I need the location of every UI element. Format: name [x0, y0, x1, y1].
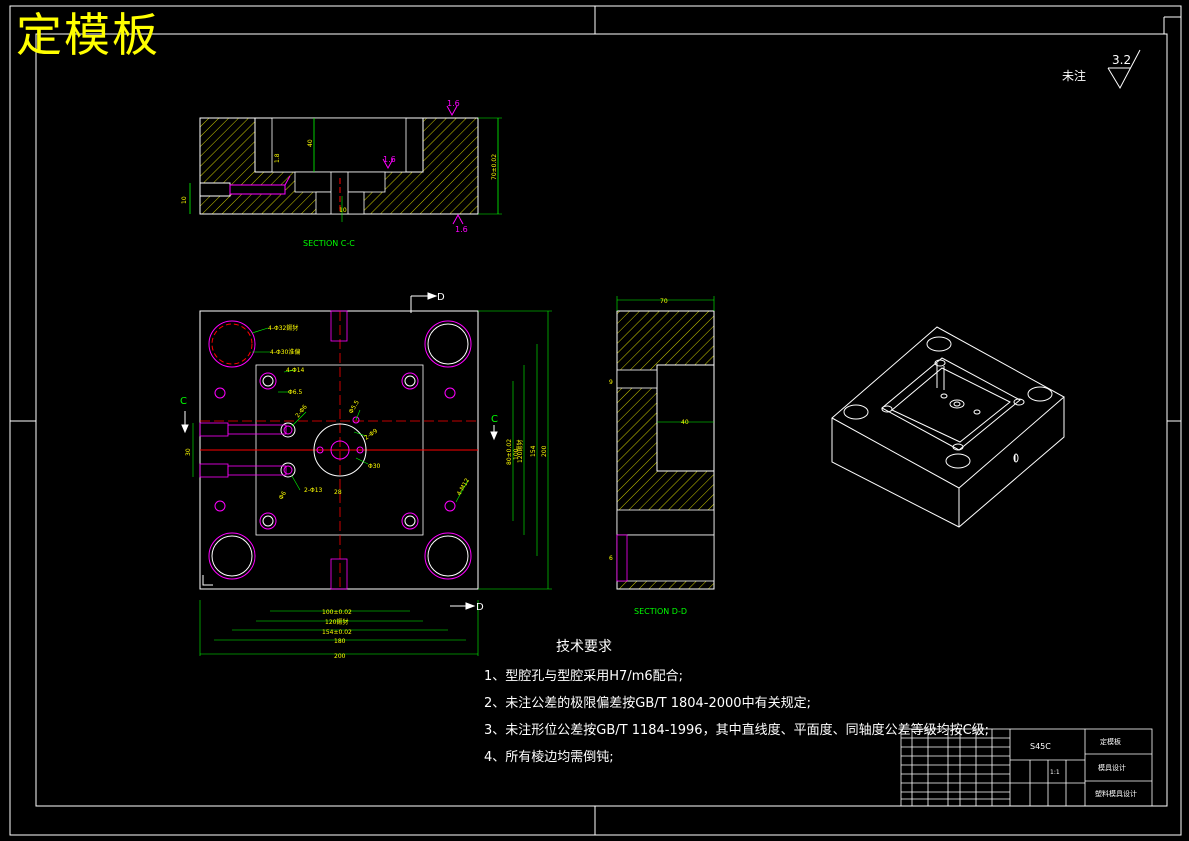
- tech-note-4: 4、所有棱边均需倒钝;: [484, 750, 614, 765]
- callout-2: 4-Φ14: [286, 367, 305, 374]
- front-plan-view: 100±0.02 120鍜犲 154±0.02 180 200 30 200 8…: [180, 292, 552, 660]
- title-scale: 1:1: [1050, 769, 1060, 776]
- dim-w154: 154±0.02: [322, 629, 352, 636]
- dim-cc-height: 70±0.02: [491, 154, 498, 180]
- callout-3: Φ6.5: [288, 389, 302, 396]
- section-dd-view: 70 40 9 6 SECTION D-D: [609, 296, 715, 616]
- dim-cc-depth: 40: [307, 139, 314, 147]
- guide-hole-bl: [208, 532, 256, 580]
- title-r2: 模具设计: [1098, 763, 1126, 772]
- drawing-title: 定模板: [16, 8, 160, 62]
- roughness-symbol: [1107, 49, 1141, 90]
- drawing-border: [9, 5, 1182, 836]
- callout-7: 2-Φ9: [363, 427, 379, 441]
- dim-h154: 154: [530, 445, 537, 457]
- section-marker-c-left: C: [180, 396, 187, 407]
- section-marker-d-bottom: D: [476, 602, 484, 613]
- roughness-main-label: 3.2: [1112, 53, 1131, 67]
- callout-10: Φ6: [278, 490, 288, 501]
- roughness-c-bottom-label: 1.6: [455, 225, 468, 234]
- roughness-c-inner-label: 1.6: [383, 155, 396, 164]
- tech-requirements-title: 技术要求: [556, 639, 612, 655]
- dim-dd-depth: 40: [681, 419, 689, 426]
- guide-hole-tr: [424, 320, 472, 368]
- callout-9: 4-M12: [456, 477, 472, 497]
- section-cc-view: 1.6 1.6 1.6 40 70±0.02 1.8 10 10 SECTION…: [181, 99, 502, 248]
- dim-dd-a: 9: [609, 379, 613, 386]
- section-cc-label: SECTION C-C: [303, 239, 355, 248]
- callout-8: Φ30: [368, 463, 381, 470]
- dim-dd-b: 6: [609, 555, 613, 562]
- dim-w100: 100±0.02: [322, 609, 352, 616]
- tech-note-2: 2、未注公差的极限偏差按GB/T 1804-2000中有关规定;: [484, 696, 811, 711]
- dim-cc-small: 1.8: [274, 153, 281, 163]
- dim-cc-side: 10: [181, 196, 188, 204]
- title-block: [900, 728, 1153, 807]
- dim-w180: 180: [334, 638, 346, 645]
- tech-note-1: 1、型腔孔与型腔采用H7/m6配合;: [484, 669, 684, 684]
- isometric-view: [831, 326, 1065, 528]
- guide-hole-tl: [208, 320, 256, 368]
- title-r3: 塑料模具设计: [1095, 789, 1137, 798]
- dim-w28: 28: [334, 489, 342, 496]
- dim-dd-top: 70: [660, 298, 668, 305]
- dim-w120: 120鍜犲: [325, 618, 348, 626]
- callout-5: 2-Φ6: [294, 404, 309, 420]
- dim-h30: 30: [185, 448, 192, 456]
- unmarked-note: 未注: [1062, 68, 1086, 83]
- section-dd-label: SECTION D-D: [634, 607, 687, 616]
- title-r1: 定模板: [1100, 737, 1121, 746]
- dim-h100: 100: [513, 448, 520, 460]
- dim-h120: 120鍜犲: [516, 440, 524, 463]
- callout-6: 2-Φ13: [304, 487, 323, 494]
- dim-h80: 80±0.02: [506, 439, 513, 465]
- inner-border: [35, 33, 1168, 807]
- guide-hole-br: [424, 532, 472, 580]
- callout-1: 4-Φ30淮偏: [270, 348, 300, 356]
- callout-0: 4-Φ32鍜犲: [268, 324, 298, 332]
- roughness-c-top-label: 1.6: [447, 99, 460, 108]
- section-marker-d-top: D: [437, 292, 445, 303]
- dim-h200: 200: [541, 445, 548, 457]
- section-marker-c-right: C: [491, 414, 498, 425]
- title-material: S45C: [1030, 742, 1051, 751]
- dim-cc-pin: 10: [339, 207, 347, 214]
- sprue-bore: [313, 423, 367, 477]
- tech-note-3: 3、未注形位公差按GB/T 1184-1996，其中直线度、平面度、同轴度公差等…: [484, 723, 990, 738]
- dim-w200: 200: [334, 653, 346, 660]
